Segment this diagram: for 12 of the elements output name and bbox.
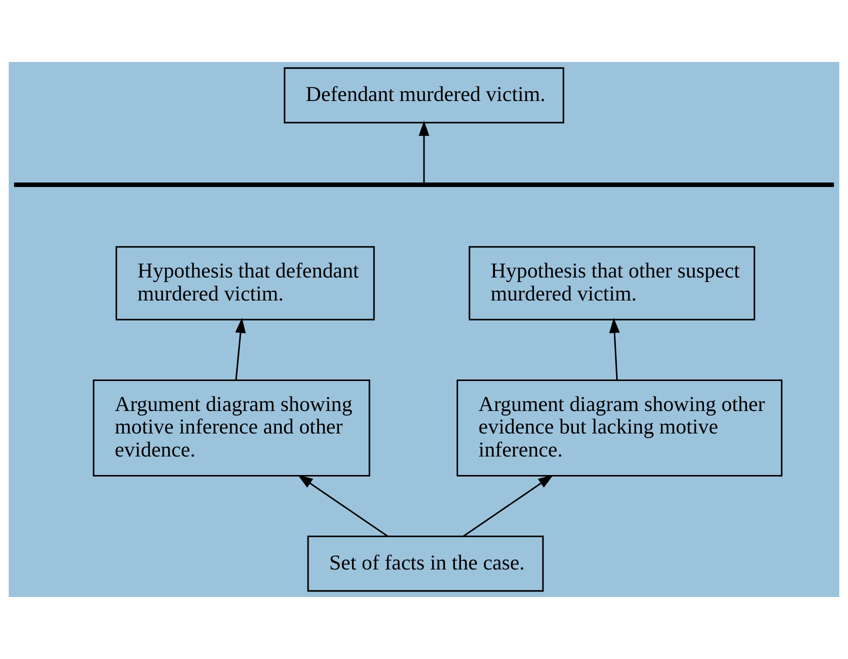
node-box: Defendant murdered victim.	[284, 67, 564, 124]
arrow	[298, 474, 388, 537]
arrow	[235, 318, 246, 380]
node-box: Hypothesis that other suspect murdered victim.	[468, 246, 756, 320]
node-bar	[14, 182, 834, 188]
node-box: Argument diagram showing other evidence but lacking motive inference.	[456, 380, 782, 477]
node-box: Set of facts in the case.	[307, 536, 544, 592]
arrow	[609, 318, 620, 380]
arrow	[418, 120, 430, 184]
node-box: Hypothesis that defendant murdered victim.	[116, 246, 375, 320]
arrow	[462, 474, 554, 537]
node-box: Argument diagram showing motive inference and other evidence.	[92, 380, 370, 477]
